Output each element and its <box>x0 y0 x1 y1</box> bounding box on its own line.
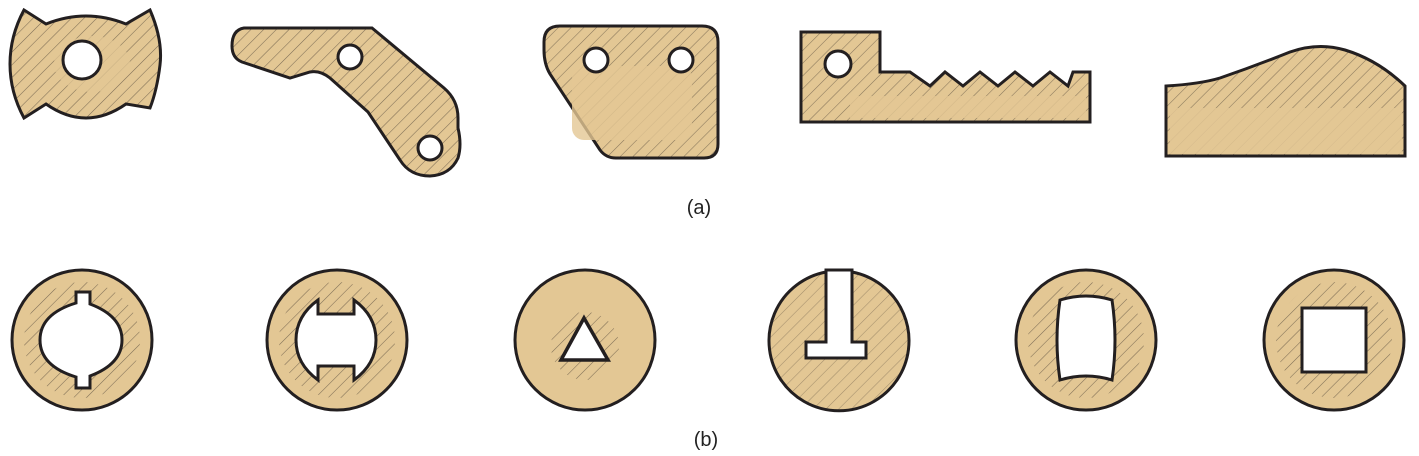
row-a: (a) <box>8 7 1407 219</box>
double-notched-disk <box>8 7 162 121</box>
caption-b: (b) <box>694 429 718 451</box>
disk-with-t-slot <box>767 268 911 413</box>
ring-with-keyed-hole <box>10 268 154 412</box>
disk-with-triangle-hole <box>513 268 657 412</box>
ring-with-square-hole <box>1262 268 1406 412</box>
trapezoid-plate <box>542 24 720 160</box>
caption-a: (a) <box>687 197 711 219</box>
ring-with-barrel-hole <box>1014 268 1158 412</box>
toothed-rack <box>799 30 1092 124</box>
ring-with-double-notch-hole <box>265 268 409 412</box>
bent-lever-arm <box>230 26 462 178</box>
curved-top-block <box>1164 45 1407 158</box>
row-b: (b) <box>10 268 1406 451</box>
